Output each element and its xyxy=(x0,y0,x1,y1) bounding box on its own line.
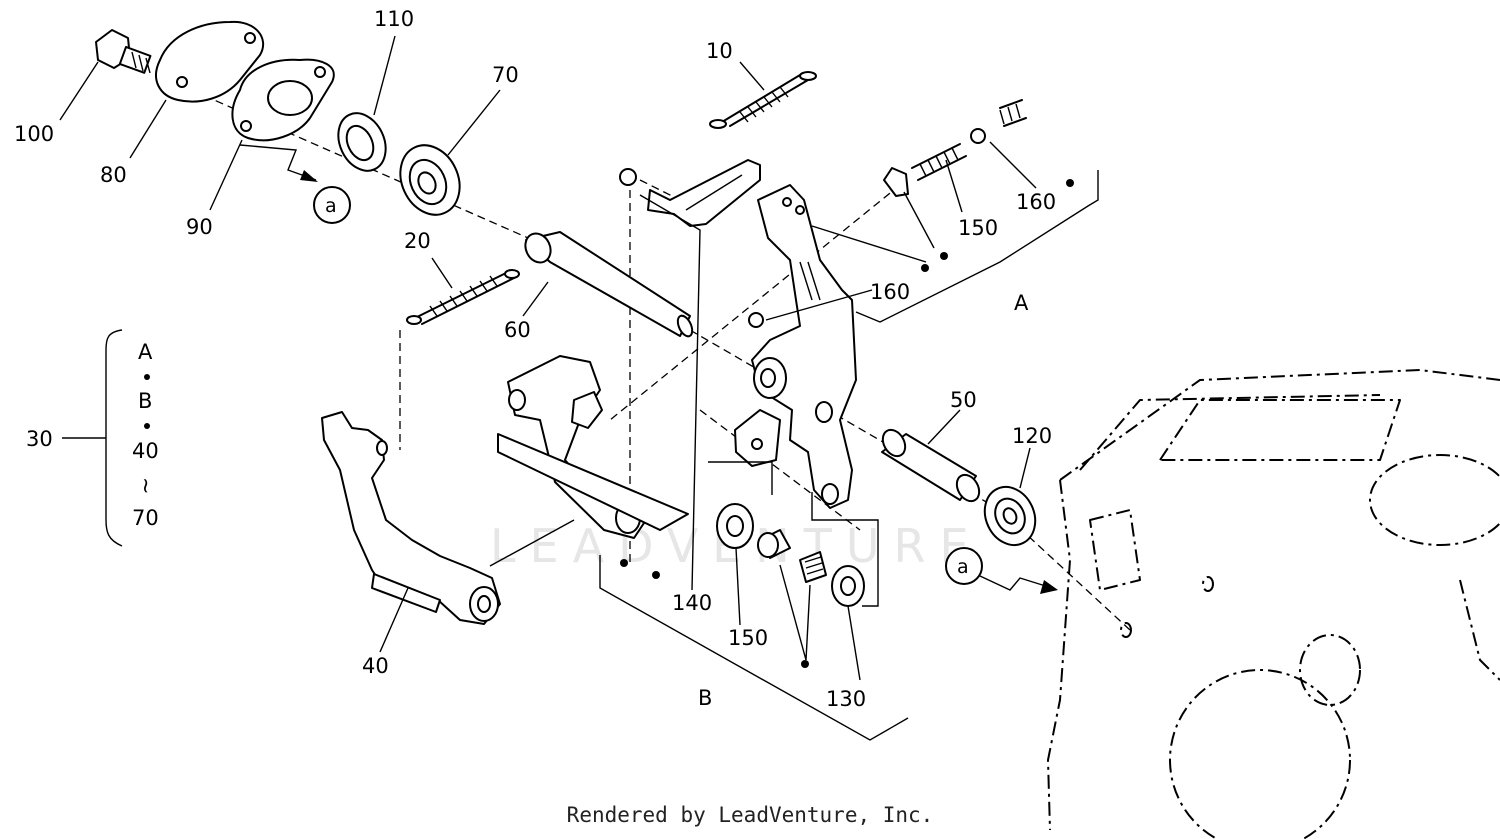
governor-plate xyxy=(734,184,857,509)
footer-credit: Rendered by LeadVenture, Inc. xyxy=(566,803,934,827)
callout-160-center: 160 xyxy=(870,280,910,304)
ref-a-markers xyxy=(239,144,1058,594)
group-bracket-A xyxy=(855,170,1099,323)
callout-labels: 100 80 90 110 70 10 20 60 160 160 150 A … xyxy=(14,7,1056,711)
spring-20 xyxy=(406,269,520,325)
ref-a-top-label: a xyxy=(325,195,337,217)
a-group-parts xyxy=(748,99,1027,328)
kit-item-A: A xyxy=(138,340,153,364)
callout-10: 10 xyxy=(706,39,733,63)
kit-item-40: 40 xyxy=(132,439,159,463)
kit-item-B: B xyxy=(138,389,152,413)
callout-160-right: 160 xyxy=(1016,190,1056,214)
callout-150-top: 150 xyxy=(958,216,998,240)
callout-130: 130 xyxy=(826,687,866,711)
bolt-100 xyxy=(95,29,152,74)
leader-lines xyxy=(59,35,1037,681)
kit-range-tilde: ~ xyxy=(134,477,158,495)
callout-90: 90 xyxy=(186,215,213,239)
shaft-60 xyxy=(524,231,694,338)
bearing-120 xyxy=(983,485,1037,547)
callout-100: 100 xyxy=(14,122,54,146)
ref-a-circle-top xyxy=(313,186,351,224)
ref-a-bottom-label: a xyxy=(957,556,969,578)
callout-30: 30 xyxy=(26,427,53,451)
b-group-parts xyxy=(716,503,865,607)
spring-10 xyxy=(709,71,817,129)
callout-50: 50 xyxy=(950,388,977,412)
bearing-70 xyxy=(399,144,461,216)
callout-110: 110 xyxy=(374,7,414,31)
governor-lever xyxy=(497,355,689,539)
kit-list-30: A B 40 ~ 70 xyxy=(132,340,159,530)
bracket-140 xyxy=(619,159,761,227)
callout-120: 120 xyxy=(1012,424,1052,448)
sleeve-50 xyxy=(881,428,981,503)
callout-140: 140 xyxy=(672,591,712,615)
crankcase-phantom xyxy=(1047,369,1500,839)
kit-item-70: 70 xyxy=(132,506,159,530)
callout-80: 80 xyxy=(100,163,127,187)
callout-150-bottom: 150 xyxy=(728,626,768,650)
callout-70: 70 xyxy=(492,63,519,87)
callout-40: 40 xyxy=(362,654,389,678)
arm-40 xyxy=(321,411,501,625)
assembly-dots xyxy=(620,179,1074,668)
callout-20: 20 xyxy=(404,229,431,253)
oil-seal-110 xyxy=(337,112,387,172)
callout-60: 60 xyxy=(504,318,531,342)
kit-list-bracket xyxy=(62,329,123,547)
group-bracket-B xyxy=(599,461,909,741)
group-label-B: B xyxy=(698,686,712,710)
group-label-A: A xyxy=(1014,291,1029,315)
gasket-90 xyxy=(231,58,335,142)
cover-plate-80 xyxy=(155,20,265,103)
ref-a-circle-bottom xyxy=(945,547,983,585)
